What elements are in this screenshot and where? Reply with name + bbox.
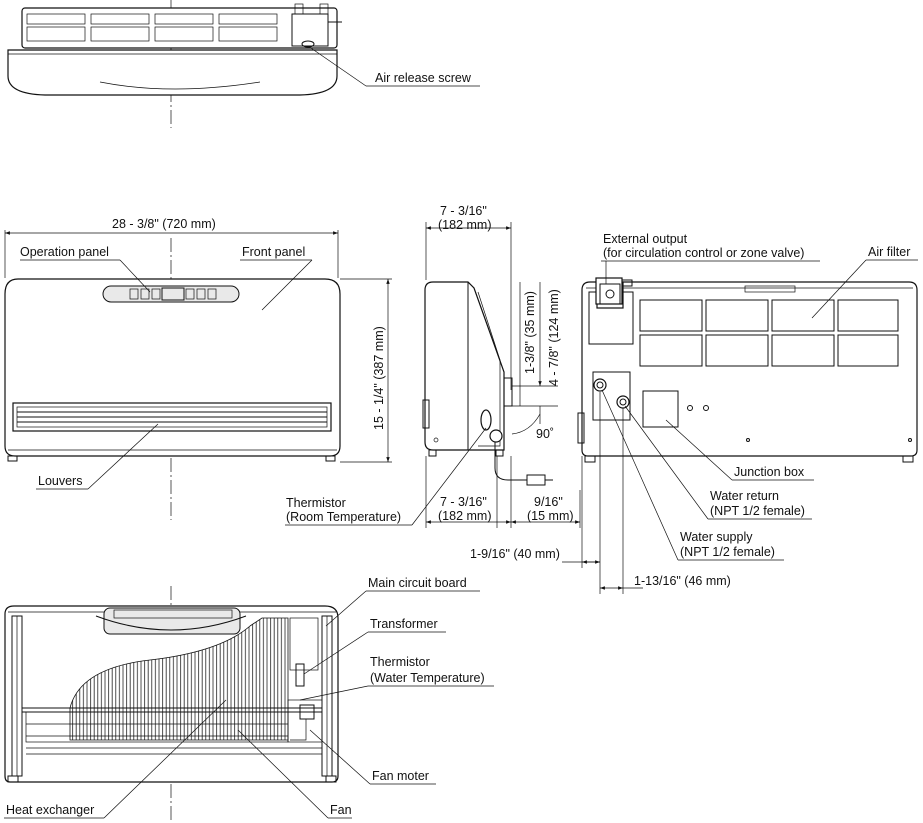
air-filter-label: Air filter [868, 245, 910, 259]
thermistor-room-label: Thermistor [286, 496, 346, 510]
top-view: Air release screw [7, 0, 480, 128]
side-depth-dimension-top: 7 - 3/16" [440, 204, 487, 218]
junction-box-label: Junction box [734, 465, 805, 479]
angle-label: 90˚ [536, 427, 554, 441]
water-supply-sublabel: (NPT 1/2 female) [680, 545, 775, 559]
dim-40mm: 1-9/16" (40 mm) [470, 547, 560, 561]
front-panel-label: Front panel [242, 245, 305, 259]
louvers-label: Louvers [38, 474, 82, 488]
rear-view: 1-9/16" (40 mm) 1-13/16" (46 mm) Externa… [470, 232, 918, 594]
water-return-label: Water return [710, 489, 779, 503]
dim-15: 9/16" [534, 495, 563, 509]
fan-moter-label: Fan moter [372, 769, 429, 783]
dim-124mm: 4 - 7/8" (124 mm) [547, 289, 561, 386]
side-depth-dimension-bottom: 7 - 3/16" [440, 495, 487, 509]
side-depth-dimension-top-mm: (182 mm) [438, 218, 491, 232]
thermistor-water-label: Thermistor [370, 655, 430, 669]
operation-panel-label: Operation panel [20, 245, 109, 259]
external-output-label: External output [603, 232, 688, 246]
main-circuit-board-label: Main circuit board [368, 576, 467, 590]
side-view: 7 - 3/16" (182 mm) 1-3/8" (35 mm) 4 - 7/… [285, 204, 581, 528]
heat-exchanger-label: Heat exchanger [6, 803, 94, 817]
internal-view: Main circuit board Transformer Thermisto… [4, 576, 494, 823]
dim-46mm: 1-13/16" (46 mm) [634, 574, 731, 588]
water-return-sublabel: (NPT 1/2 female) [710, 504, 805, 518]
height-dimension: 15 - 1/4" (387 mm) [372, 326, 386, 430]
width-dimension: 28 - 3/8" (720 mm) [112, 217, 216, 231]
water-supply-label: Water supply [680, 530, 753, 544]
thermistor-water-sublabel: (Water Temperature) [370, 671, 485, 685]
external-output-sublabel: (for circulation control or zone valve) [603, 246, 804, 260]
dim-35mm: 1-3/8" (35 mm) [523, 291, 537, 374]
side-depth-dimension-bottom-mm: (182 mm) [438, 509, 491, 523]
front-view: 28 - 3/8" (720 mm) 15 - 1/4" (387 mm) Op… [4, 217, 392, 520]
fan-label: Fan [330, 803, 352, 817]
thermistor-room-sublabel: (Room Temperature) [286, 510, 401, 524]
transformer-label: Transformer [370, 617, 438, 631]
dim-15-mm: (15 mm) [527, 509, 574, 523]
air-release-screw-label: Air release screw [375, 71, 472, 85]
